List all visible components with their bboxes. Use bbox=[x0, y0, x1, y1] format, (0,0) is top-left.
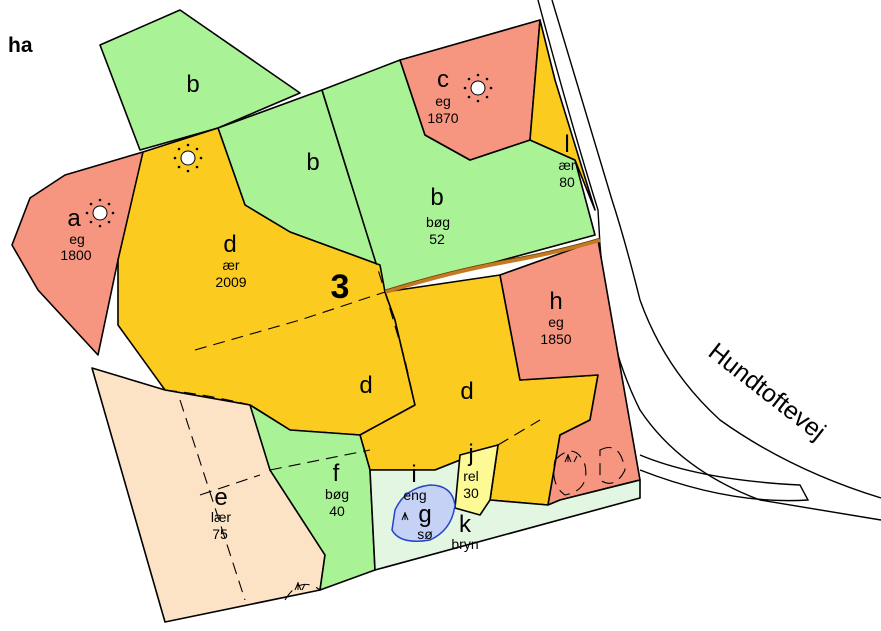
svg-text:g: g bbox=[418, 501, 431, 528]
svg-text:i: i bbox=[411, 461, 416, 488]
svg-text:1850: 1850 bbox=[540, 331, 571, 347]
svg-text:e: e bbox=[214, 484, 227, 511]
dashed-boundaries bbox=[164, 89, 626, 601]
dashed-boundary bbox=[599, 446, 626, 484]
svg-text:lær: lær bbox=[211, 509, 232, 525]
svg-text:80: 80 bbox=[559, 174, 575, 190]
svg-text:eg: eg bbox=[69, 231, 85, 247]
road-name: Hundtoftevej bbox=[703, 337, 831, 445]
stand-j bbox=[454, 444, 499, 516]
svg-text:1870: 1870 bbox=[427, 110, 458, 126]
svg-text:a: a bbox=[67, 205, 81, 232]
stand-label-g: g sø bbox=[417, 501, 433, 542]
grass-symbol bbox=[564, 454, 578, 463]
svg-text:ær: ær bbox=[558, 157, 575, 173]
svg-text:c: c bbox=[437, 66, 449, 93]
stand-label-b-west: b bbox=[306, 149, 319, 176]
stand-label-i: i eng bbox=[403, 461, 426, 503]
svg-text:bøg: bøg bbox=[325, 486, 349, 502]
stand-label-l: l ær 80 bbox=[558, 131, 575, 190]
dashed-boundary bbox=[553, 450, 587, 496]
road-branch bbox=[639, 454, 810, 502]
svg-text:ær: ær bbox=[222, 257, 239, 273]
road-edge-right bbox=[551, 0, 881, 499]
svg-text:75: 75 bbox=[212, 526, 228, 542]
stand-label-f: f bøg 40 bbox=[325, 460, 349, 519]
svg-text:bryn: bryn bbox=[451, 536, 478, 552]
stand-polygons bbox=[11, 9, 641, 623]
svg-text:j: j bbox=[467, 440, 473, 467]
dashed-boundary bbox=[284, 583, 321, 601]
svg-text:40: 40 bbox=[329, 503, 345, 519]
svg-text:bøg: bøg bbox=[426, 214, 450, 230]
stand-label-b-north: b bbox=[186, 71, 199, 98]
header-unit: ha bbox=[8, 34, 33, 57]
stand-label-k: k bryn bbox=[451, 511, 478, 552]
stand-label-d-main: d ær 2009 bbox=[215, 231, 246, 290]
svg-text:d: d bbox=[460, 378, 473, 405]
svg-text:d: d bbox=[223, 231, 236, 258]
grass-symbol bbox=[401, 512, 409, 521]
stand-h bbox=[499, 239, 641, 506]
svg-text:h: h bbox=[549, 288, 562, 315]
svg-text:rel: rel bbox=[463, 468, 479, 484]
svg-text:k: k bbox=[459, 511, 472, 538]
svg-text:l: l bbox=[564, 131, 569, 158]
stand-label-a: a eg 1800 bbox=[60, 205, 91, 263]
svg-text:2009: 2009 bbox=[215, 274, 246, 290]
svg-text:b: b bbox=[430, 184, 443, 211]
stand-label-d-east: d bbox=[460, 378, 473, 405]
svg-text:30: 30 bbox=[463, 485, 479, 501]
stand-label-c: c eg 1870 bbox=[427, 66, 458, 126]
stand-c bbox=[399, 19, 541, 161]
dashed-boundary bbox=[497, 419, 541, 446]
stand-label-h: h eg 1850 bbox=[540, 288, 571, 347]
sun-symbol bbox=[173, 143, 203, 173]
forest-path bbox=[384, 238, 601, 294]
svg-text:b: b bbox=[306, 149, 319, 176]
stand-label-d-middle: d bbox=[359, 372, 372, 399]
section-number: 3 bbox=[331, 268, 350, 306]
dashed-boundary bbox=[199, 474, 261, 496]
sun-symbol bbox=[85, 198, 115, 228]
svg-text:sø: sø bbox=[417, 526, 433, 542]
stand-label-b-east: b bøg 52 bbox=[426, 184, 450, 247]
grass-symbol bbox=[294, 582, 306, 591]
svg-text:eg: eg bbox=[435, 93, 451, 109]
dashed-boundary bbox=[269, 449, 371, 471]
svg-text:d: d bbox=[359, 372, 372, 399]
svg-text:eg: eg bbox=[548, 314, 564, 330]
dashed-boundary bbox=[179, 399, 246, 601]
svg-text:b: b bbox=[186, 71, 199, 98]
lake-g bbox=[391, 484, 456, 542]
stand-label-e: e lær 75 bbox=[211, 484, 232, 542]
svg-text:52: 52 bbox=[429, 231, 445, 247]
stand-label-j: j rel 30 bbox=[463, 440, 479, 501]
sun-symbol bbox=[463, 73, 493, 103]
dashed-boundary bbox=[164, 389, 251, 406]
stand-b-north bbox=[99, 9, 301, 151]
svg-text:eng: eng bbox=[403, 487, 426, 503]
svg-text:f: f bbox=[333, 460, 340, 487]
forest-path-outline bbox=[384, 237, 601, 291]
svg-text:1800: 1800 bbox=[60, 247, 91, 263]
stand-l bbox=[529, 19, 596, 211]
